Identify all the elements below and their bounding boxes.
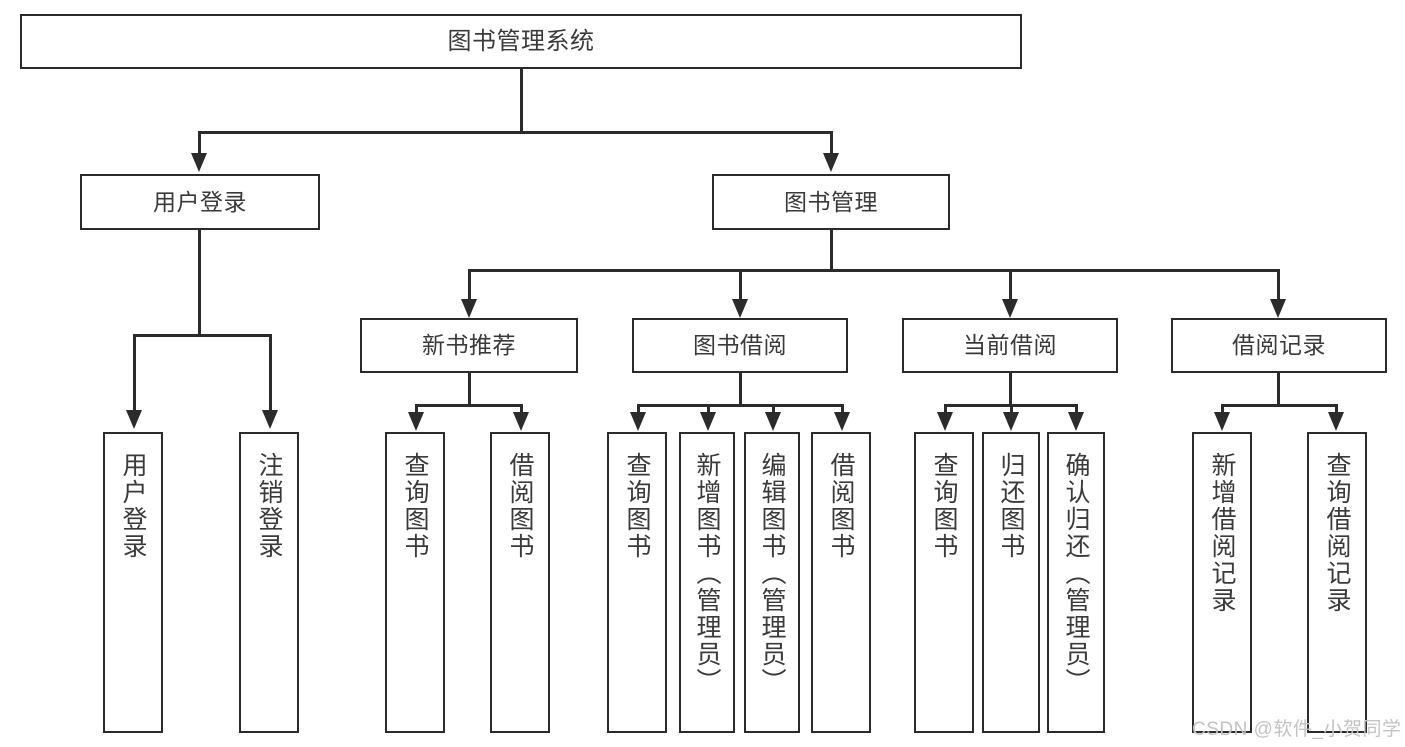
connector-book-management-stem xyxy=(830,230,833,272)
arrowhead-new-book-recommend xyxy=(461,299,477,318)
connector-drop-leaf-user-login xyxy=(133,334,136,412)
node-label: 借阅图书 xyxy=(506,452,534,560)
node-label: 借阅记录 xyxy=(1232,332,1326,358)
arrowhead-borrow-book-1 xyxy=(513,412,529,431)
node-label: 查询图书 xyxy=(623,452,651,560)
node-label: 查询图书 xyxy=(401,452,429,560)
connector-drop-add-book xyxy=(707,404,710,416)
node-leaf-confirm-return[interactable]: 确认归还（管理员） xyxy=(1047,432,1105,733)
connector-drop-query-book-3 xyxy=(944,404,947,416)
node-borrow-record[interactable]: 借阅记录 xyxy=(1171,318,1387,373)
connector-drop-current-borrow xyxy=(1009,269,1012,301)
connector-drop-return-book xyxy=(1010,404,1013,416)
node-leaf-add-book[interactable]: 新增图书（管理员） xyxy=(679,432,735,733)
connector-new-book-recommend-bus xyxy=(415,404,523,407)
connector-current-borrow-stem xyxy=(1009,373,1012,407)
connector-drop-book-borrow xyxy=(739,269,742,301)
arrowhead-query-book-2 xyxy=(630,412,646,431)
connector-borrow-record-bus xyxy=(1221,404,1338,407)
arrowhead-leaf-logout-login xyxy=(262,410,278,429)
arrowhead-borrow-record xyxy=(1270,299,1286,318)
node-label: 查询图书 xyxy=(930,452,958,560)
connector-root-stem xyxy=(520,69,523,133)
node-leaf-add-record[interactable]: 新增借阅记录 xyxy=(1192,432,1252,733)
node-leaf-query-book-3[interactable]: 查询图书 xyxy=(914,432,974,733)
node-label: 图书管理 xyxy=(784,188,878,215)
connector-borrow-record-stem xyxy=(1277,373,1280,407)
connector-user-login-bus xyxy=(133,334,271,337)
node-label: 用户登录 xyxy=(153,188,247,215)
arrowhead-current-borrow xyxy=(1002,299,1018,318)
connector-drop-user-login xyxy=(198,131,201,157)
csdn-watermark: CSDN @软件_小贺同学 xyxy=(1192,719,1402,740)
node-leaf-query-book-2[interactable]: 查询图书 xyxy=(607,432,667,733)
arrowhead-book-management xyxy=(823,153,839,172)
arrowhead-add-book xyxy=(700,412,716,431)
connector-drop-query-book-1 xyxy=(415,404,418,416)
connector-book-borrow-bus xyxy=(637,404,844,407)
node-label: 新书推荐 xyxy=(422,332,516,358)
arrowhead-confirm-return xyxy=(1068,412,1084,431)
connector-drop-add-record xyxy=(1221,404,1224,416)
node-label: 注销登录 xyxy=(255,452,283,560)
node-leaf-return-book[interactable]: 归还图书 xyxy=(982,432,1040,733)
node-label: 当前借阅 xyxy=(963,332,1057,358)
node-label: 用户登录 xyxy=(119,452,147,560)
connector-drop-query-record xyxy=(1335,404,1338,416)
node-label: 图书借阅 xyxy=(693,332,787,358)
connector-drop-borrow-book-1 xyxy=(520,404,523,416)
connector-book-management-bus xyxy=(468,269,1280,272)
arrowhead-query-book-1 xyxy=(408,412,424,431)
node-new-book-recommend[interactable]: 新书推荐 xyxy=(360,318,578,373)
arrowhead-query-book-3 xyxy=(937,412,953,431)
connector-root-bus xyxy=(198,131,832,134)
node-book-borrow[interactable]: 图书借阅 xyxy=(632,318,848,373)
connector-new-book-recommend-stem xyxy=(468,373,471,407)
node-label: 确认归还（管理员） xyxy=(1062,452,1090,695)
arrowhead-query-record xyxy=(1328,412,1344,431)
node-leaf-borrow-book-2[interactable]: 借阅图书 xyxy=(811,432,871,733)
node-label: 新增图书（管理员） xyxy=(693,452,721,695)
node-leaf-query-record[interactable]: 查询借阅记录 xyxy=(1307,432,1367,733)
node-leaf-borrow-book-1[interactable]: 借阅图书 xyxy=(490,432,550,733)
arrowhead-user-login xyxy=(191,153,207,172)
connector-book-borrow-stem xyxy=(739,373,742,407)
arrowhead-leaf-user-login xyxy=(126,410,142,429)
node-leaf-edit-book[interactable]: 编辑图书（管理员） xyxy=(744,432,800,733)
node-user-login[interactable]: 用户登录 xyxy=(80,174,320,230)
connector-drop-edit-book xyxy=(772,404,775,416)
node-book-management[interactable]: 图书管理 xyxy=(712,174,950,230)
node-leaf-query-book-1[interactable]: 查询图书 xyxy=(385,432,445,733)
node-label: 借阅图书 xyxy=(827,452,855,560)
node-current-borrow[interactable]: 当前借阅 xyxy=(902,318,1118,373)
arrowhead-book-borrow xyxy=(732,299,748,318)
connector-drop-query-book-2 xyxy=(637,404,640,416)
connector-drop-new-book-recommend xyxy=(468,269,471,301)
node-leaf-user-login[interactable]: 用户登录 xyxy=(103,432,163,733)
node-root-system[interactable]: 图书管理系统 xyxy=(20,14,1022,69)
arrowhead-return-book xyxy=(1003,412,1019,431)
node-label: 新增借阅记录 xyxy=(1208,452,1236,614)
connector-drop-borrow-book-2 xyxy=(841,404,844,416)
node-label: 编辑图书（管理员） xyxy=(758,452,786,695)
connector-drop-book-management xyxy=(830,131,833,157)
node-label: 归还图书 xyxy=(997,452,1025,560)
node-leaf-logout-login[interactable]: 注销登录 xyxy=(239,432,299,733)
node-label: 图书管理系统 xyxy=(447,27,595,55)
arrowhead-borrow-book-2 xyxy=(834,412,850,431)
node-label: 查询借阅记录 xyxy=(1323,452,1351,614)
connector-drop-confirm-return xyxy=(1075,404,1078,416)
arrowhead-edit-book xyxy=(765,412,781,431)
arrowhead-add-record xyxy=(1214,412,1230,431)
connector-drop-leaf-logout-login xyxy=(269,334,272,412)
connector-drop-borrow-record xyxy=(1277,269,1280,301)
connector-user-login-stem xyxy=(198,230,201,336)
